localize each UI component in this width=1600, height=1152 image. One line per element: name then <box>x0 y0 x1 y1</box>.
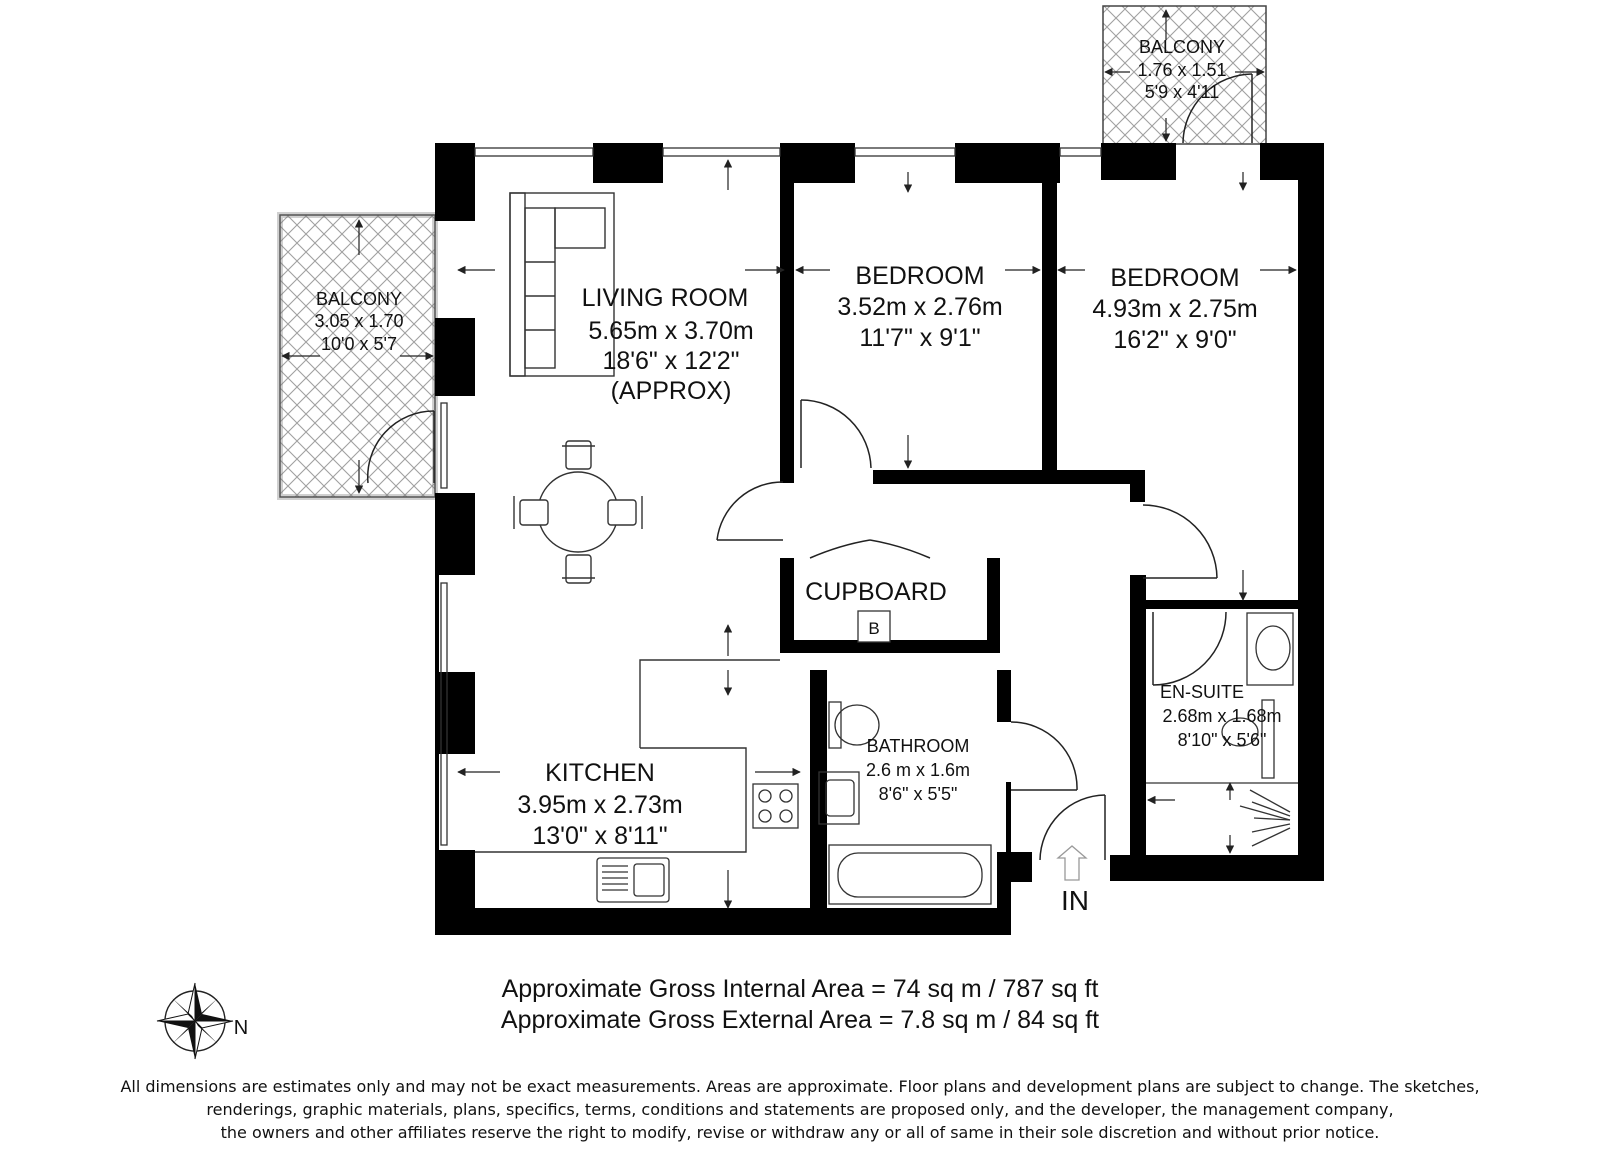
en-suite-metric: 2.68m x 1.68m <box>1162 706 1281 726</box>
dimension-arrows <box>281 9 1297 909</box>
hob-icon <box>752 783 799 829</box>
balcony-top-label: BALCONY 1.76 x 1.51 5'9 x 4'11 <box>1137 37 1226 102</box>
balcony-left-label: BALCONY 3.05 x 1.70 10'0 x 5'7 <box>314 289 403 354</box>
bedroom-1-name: BEDROOM <box>855 262 984 290</box>
living-room-metric: 5.65m x 3.70m <box>588 317 753 345</box>
living-room-note: (APPROX) <box>611 377 732 405</box>
bathroom-label: BATHROOM 2.6 m x 1.6m 8'6" x 5'5" <box>866 736 970 804</box>
balcony-left-name: BALCONY <box>316 289 402 309</box>
compass-north-label: N <box>234 1017 248 1039</box>
living-room-name: LIVING ROOM <box>582 284 749 312</box>
living-room-label: LIVING ROOM 5.65m x 3.70m 18'6" x 12'2" … <box>582 284 754 405</box>
doors <box>366 73 1253 861</box>
kitchen-imperial: 13'0" x 8'11" <box>532 822 667 850</box>
bedroom-2-label: BEDROOM 4.93m x 2.75m 16'2" x 9'0" <box>1092 264 1257 354</box>
gross-external-area: Approximate Gross External Area = 7.8 sq… <box>500 1006 1100 1034</box>
washbasin-icon <box>818 771 860 825</box>
disclaimer-line: the owners and other affiliates reserve … <box>220 1123 1380 1142</box>
bathtub-icon <box>828 844 992 905</box>
shower-icon <box>1146 782 1298 847</box>
bathroom-imperial: 8'6" x 5'5" <box>879 784 958 804</box>
bedroom-1-label: BEDROOM 3.52m x 2.76m 11'7" x 9'1" <box>837 262 1002 352</box>
sink-icon <box>596 857 670 903</box>
balcony-left-imperial: 10'0 x 5'7 <box>321 334 397 354</box>
boiler-label: B <box>868 619 879 638</box>
kitchen-label: KITCHEN 3.95m x 2.73m 13'0" x 8'11" <box>517 759 682 850</box>
dining-table-icon <box>513 440 643 584</box>
gross-internal-area: Approximate Gross Internal Area = 74 sq … <box>501 975 1099 1003</box>
bedroom-2-name: BEDROOM <box>1110 264 1239 292</box>
kitchen-metric: 3.95m x 2.73m <box>517 791 682 819</box>
bedroom-1-metric: 3.52m x 2.76m <box>837 293 1002 321</box>
balcony-left-metric: 3.05 x 1.70 <box>314 311 403 331</box>
kitchen-counter <box>475 659 780 853</box>
arrow-up-icon <box>1056 845 1088 881</box>
balcony-top-metric: 1.76 x 1.51 <box>1137 60 1226 80</box>
disclaimer-line: All dimensions are estimates only and ma… <box>120 1077 1480 1096</box>
windows <box>440 147 1102 846</box>
ensuite-toilet-icon <box>1221 699 1275 779</box>
en-suite-imperial: 8'10" x 5'6" <box>1178 730 1267 750</box>
bedroom-1-imperial: 11'7" x 9'1" <box>859 324 980 352</box>
en-suite-label: EN-SUITE 2.68m x 1.68m 8'10" x 5'6" <box>1160 682 1282 750</box>
balcony-top-name: BALCONY <box>1139 37 1225 57</box>
toilet-icon <box>828 701 880 749</box>
bathroom-name: BATHROOM <box>867 736 970 756</box>
sofa-icon <box>509 192 615 377</box>
cupboard-name: CUPBOARD <box>805 578 947 606</box>
entrance-label: IN <box>1061 885 1089 916</box>
disclaimer-line: renderings, graphic materials, plans, sp… <box>206 1100 1394 1119</box>
disclaimer: All dimensions are estimates only and ma… <box>20 1075 1580 1144</box>
bedroom-2-imperial: 16'2" x 9'0" <box>1113 326 1236 354</box>
compass-rose-icon <box>156 982 234 1060</box>
kitchen-name: KITCHEN <box>545 759 655 787</box>
living-room-imperial: 18'6" x 12'2" <box>602 347 739 375</box>
cupboard-label: CUPBOARD B <box>805 578 947 638</box>
entrance: IN <box>1056 845 1089 916</box>
en-suite-name: EN-SUITE <box>1160 682 1244 702</box>
boiler-icon <box>857 610 891 643</box>
bedroom-2-metric: 4.93m x 2.75m <box>1092 295 1257 323</box>
ensuite-basin-icon <box>1246 612 1294 686</box>
balcony-top-imperial: 5'9 x 4'11 <box>1145 82 1220 102</box>
walls <box>435 143 1324 935</box>
bathroom-metric: 2.6 m x 1.6m <box>866 760 970 780</box>
